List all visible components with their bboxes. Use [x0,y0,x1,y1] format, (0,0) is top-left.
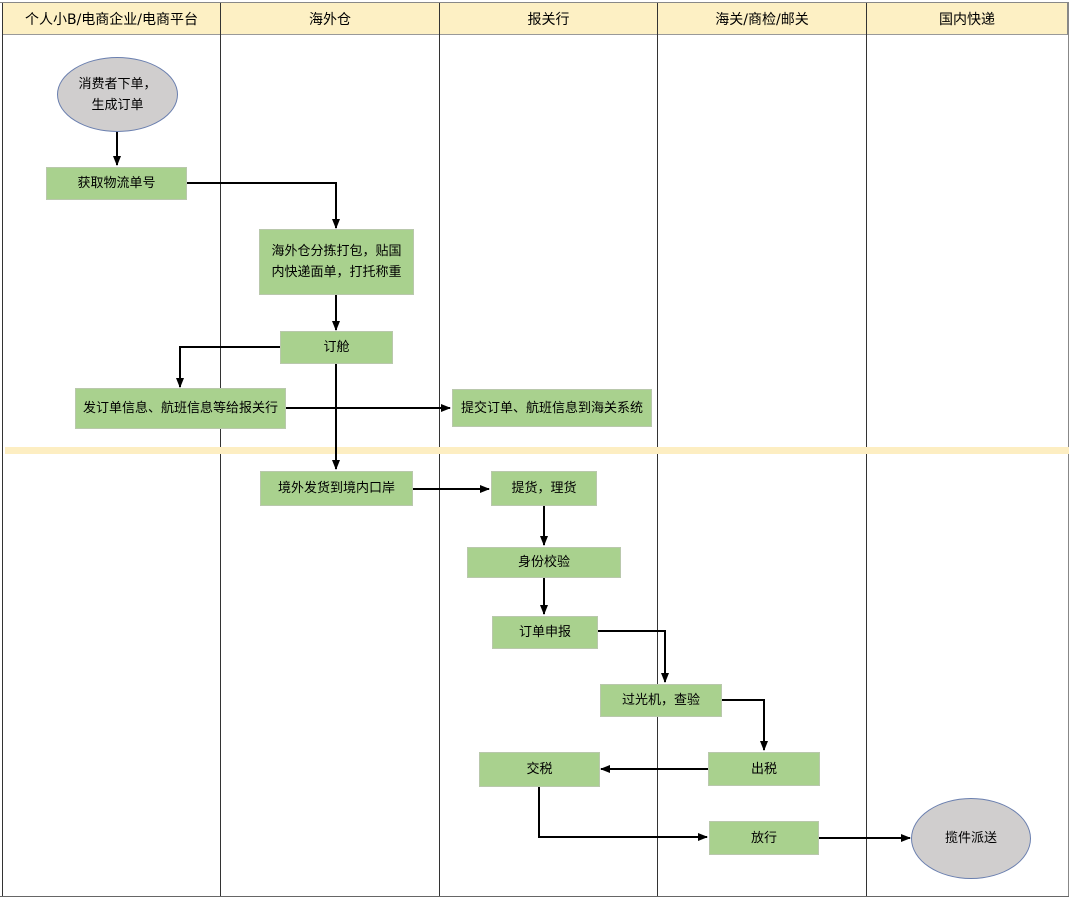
arrow-declare-to-xray [597,630,669,683]
lane-header-overseas-warehouse: 海外仓 [221,3,440,35]
lane-header-domestic-express: 国内快递 [867,3,1068,35]
node-release: 放行 [709,821,819,855]
frame-top-border [0,2,1069,3]
node-pickup-sort: 提货，理货 [491,471,597,506]
arrow-xray-to-tax [721,699,768,751]
arrow-tracking-to-pack [186,182,340,229]
node-ship-to-port: 境外发货到境内口岸 [260,471,413,506]
node-book-space: 订舱 [280,331,393,364]
node-order-declare: 订单申报 [492,616,598,649]
arrow-paytax-to-release [538,786,708,841]
lane-header-customs: 海关/商检/邮关 [658,3,867,35]
node-get-tracking: 获取物流单号 [46,167,187,200]
phase-separator [5,447,1069,454]
node-id-check: 身份校验 [467,547,621,578]
node-xray-inspect: 过光机，查验 [600,684,722,717]
node-issue-tax: 出税 [708,752,820,786]
lane-divider [2,3,3,897]
node-pay-tax: 交税 [479,752,600,787]
node-send-info: 发订单信息、航班信息等给报关行 [75,388,286,429]
node-submit-customs: 提交订单、航班信息到海关系统 [452,389,652,427]
node-delivery-end: 揽件派送 [911,798,1031,879]
arrow-book-to-sendinfo [176,346,281,388]
node-warehouse-pack: 海外仓分拣打包，贴国 内快递面单，打托称重 [259,229,414,295]
lane-header-customs-broker: 报关行 [440,3,658,35]
frame-bottom-border [0,896,1069,897]
node-order-start: 消费者下单， 生成订单 [57,57,178,132]
lane-header-merchant: 个人小B/电商企业/电商平台 [3,3,221,35]
